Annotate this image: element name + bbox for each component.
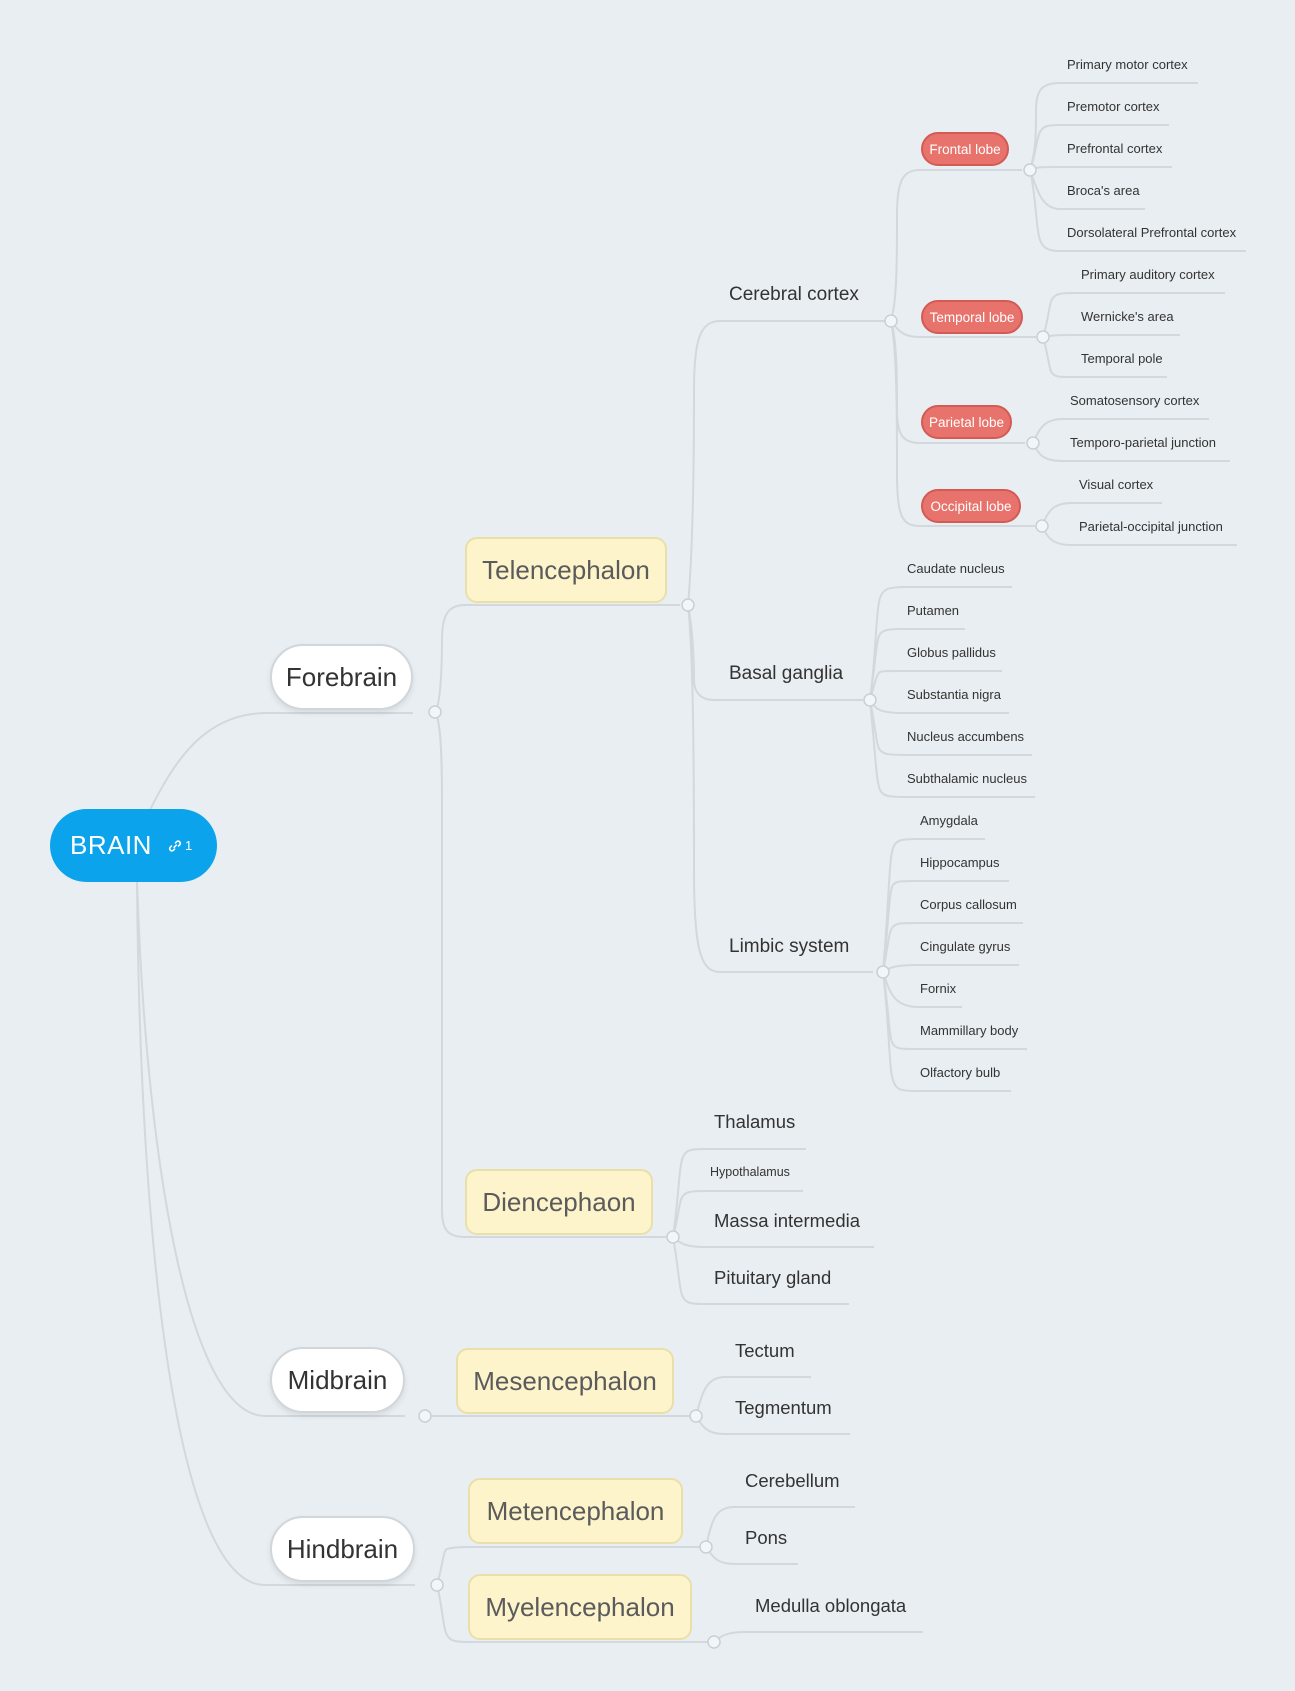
leaf-premotor-cortex[interactable]: Premotor cortex <box>1067 99 1160 114</box>
leaf-globus-pallidus[interactable]: Globus pallidus <box>907 645 996 660</box>
leaf-amygdala[interactable]: Amygdala <box>920 813 978 828</box>
leaf-nucleus-accumbens[interactable]: Nucleus accumbens <box>907 729 1025 744</box>
collapse-handle-cerebral-cortex[interactable] <box>884 314 898 328</box>
node-frontal-lobe[interactable]: Frontal lobe <box>921 132 1009 166</box>
collapse-handle-mesencephalon[interactable] <box>689 1409 703 1423</box>
leaf-caudate-nucleus[interactable]: Caudate nucleus <box>907 561 1005 576</box>
collapse-handle-hindbrain[interactable] <box>430 1578 444 1592</box>
link-badge[interactable]: 1 <box>168 838 192 853</box>
leaf-subthalamic-nucleus[interactable]: Subthalamic nucleus <box>907 771 1027 786</box>
root-label: BRAIN <box>70 830 152 860</box>
leaf-temporal-pole[interactable]: Temporal pole <box>1081 351 1163 366</box>
leaf-temporo-parietal-junction[interactable]: Temporo-parietal junction <box>1070 435 1216 450</box>
leaf-medulla-oblongata[interactable]: Medulla oblongata <box>755 1595 907 1616</box>
leaf-pituitary-gland[interactable]: Pituitary gland <box>714 1267 832 1288</box>
leaf-parietal-occipital-junction[interactable]: Parietal-occipital junction <box>1079 519 1223 534</box>
node-temporal-lobe[interactable]: Temporal lobe <box>921 300 1023 334</box>
leaf-primary-auditory-cortex[interactable]: Primary auditory cortex <box>1081 267 1215 282</box>
leaf-thalamus[interactable]: Thalamus <box>714 1111 796 1132</box>
leaf-brocas-area[interactable]: Broca's area <box>1067 183 1140 198</box>
collapse-handle-frontal-lobe[interactable] <box>1023 163 1037 177</box>
occipital-lobe-label: Occipital lobe <box>930 498 1012 514</box>
hindbrain-label: Hindbrain <box>286 1533 399 1564</box>
temporal-lobe-label: Temporal lobe <box>929 309 1015 325</box>
leaf-cingulate-gyrus[interactable]: Cingulate gyrus <box>920 939 1011 954</box>
node-telencephalon[interactable]: Telencephalon <box>465 537 667 603</box>
collapse-handle-parietal-lobe[interactable] <box>1026 436 1040 450</box>
leaf-hippocampus[interactable]: Hippocampus <box>920 855 1000 870</box>
node-mesencephalon[interactable]: Mesencephalon <box>456 1348 674 1414</box>
node-forebrain[interactable]: Forebrain <box>270 644 413 710</box>
node-parietal-lobe[interactable]: Parietal lobe <box>921 405 1012 439</box>
node-metencephalon[interactable]: Metencephalon <box>468 1478 683 1544</box>
node-occipital-lobe[interactable]: Occipital lobe <box>921 489 1021 523</box>
telencephalon-label: Telencephalon <box>482 554 650 585</box>
frontal-lobe-label: Frontal lobe <box>929 141 1001 157</box>
midbrain-label: Midbrain <box>287 1364 388 1395</box>
node-hindbrain[interactable]: Hindbrain <box>270 1516 415 1582</box>
leaf-cerebellum[interactable]: Cerebellum <box>745 1470 840 1491</box>
leaf-visual-cortex[interactable]: Visual cortex <box>1079 477 1154 492</box>
node-myelencephalon[interactable]: Myelencephalon <box>468 1574 692 1640</box>
diencephalon-label: Diencephaon <box>482 1186 636 1217</box>
collapse-handle-telencephalon[interactable] <box>681 598 695 612</box>
leaf-primary-motor-cortex[interactable]: Primary motor cortex <box>1067 57 1188 72</box>
leaf-prefrontal-cortex[interactable]: Prefrontal cortex <box>1067 141 1163 156</box>
metencephalon-label: Metencephalon <box>486 1495 665 1526</box>
collapse-handle-myelencephalon[interactable] <box>707 1635 721 1649</box>
leaf-massa-intermedia[interactable]: Massa intermedia <box>714 1210 861 1231</box>
myelencephalon-label: Myelencephalon <box>485 1591 675 1622</box>
leaf-tectum[interactable]: Tectum <box>735 1340 795 1361</box>
root-node-brain[interactable]: BRAIN 1 <box>50 809 217 882</box>
collapse-handle-midbrain[interactable] <box>418 1409 432 1423</box>
collapse-handle-limbic-system[interactable] <box>876 965 890 979</box>
leaf-hypothalamus[interactable]: Hypothalamus <box>710 1165 790 1179</box>
leaf-substantia-nigra[interactable]: Substantia nigra <box>907 687 1001 702</box>
node-midbrain[interactable]: Midbrain <box>270 1347 405 1413</box>
collapse-handle-occipital-lobe[interactable] <box>1035 519 1049 533</box>
link-icon <box>168 839 181 852</box>
collapse-handle-basal-ganglia[interactable] <box>863 693 877 707</box>
leaf-somatosensory-cortex[interactable]: Somatosensory cortex <box>1070 393 1200 408</box>
leaf-mammillary-body[interactable]: Mammillary body <box>920 1023 1019 1038</box>
link-count: 1 <box>184 838 193 853</box>
topic-limbic-system[interactable]: Limbic system <box>729 936 850 957</box>
topic-cerebral-cortex[interactable]: Cerebral cortex <box>729 284 859 305</box>
forebrain-label: Forebrain <box>285 661 398 692</box>
leaf-tegmentum[interactable]: Tegmentum <box>735 1397 832 1418</box>
leaf-dorsolateral-prefrontal-cortex[interactable]: Dorsolateral Prefrontal cortex <box>1067 225 1237 240</box>
collapse-handle-forebrain[interactable] <box>428 705 442 719</box>
topic-basal-ganglia[interactable]: Basal ganglia <box>729 663 844 684</box>
leaf-pons[interactable]: Pons <box>745 1527 788 1548</box>
collapse-handle-diencephalon[interactable] <box>666 1230 680 1244</box>
parietal-lobe-label: Parietal lobe <box>928 414 1005 430</box>
leaf-corpus-callosum[interactable]: Corpus callosum <box>920 897 1017 912</box>
collapse-handle-temporal-lobe[interactable] <box>1036 330 1050 344</box>
leaf-olfactory-bulb[interactable]: Olfactory bulb <box>920 1065 1001 1080</box>
leaf-wernickes-area[interactable]: Wernicke's area <box>1081 309 1174 324</box>
mesencephalon-label: Mesencephalon <box>473 1365 657 1396</box>
leaf-putamen[interactable]: Putamen <box>907 603 960 618</box>
collapse-handle-metencephalon[interactable] <box>699 1540 713 1554</box>
leaf-fornix[interactable]: Fornix <box>920 981 957 996</box>
node-diencephalon[interactable]: Diencephaon <box>465 1169 653 1235</box>
